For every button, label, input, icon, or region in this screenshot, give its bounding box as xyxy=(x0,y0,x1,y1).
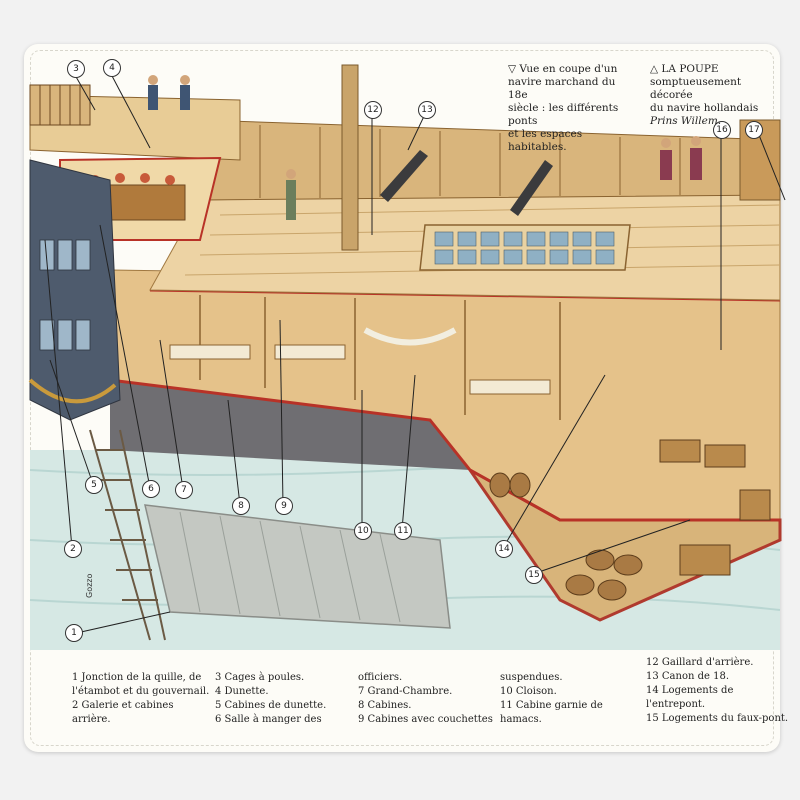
marker-12: 12 xyxy=(364,101,382,119)
legend-col-4: suspendues. 10 Cloison. 11 Cabine garnie… xyxy=(500,672,603,725)
marker-11: 11 xyxy=(394,522,412,540)
mast xyxy=(341,64,359,251)
marker-15: 15 xyxy=(525,566,543,584)
marker-1: 1 xyxy=(65,624,83,642)
marker-8: 8 xyxy=(232,497,250,515)
section-caption: ▽ Vue en coupe d'un navire marchand du 1… xyxy=(508,63,619,153)
marker-17: 17 xyxy=(745,121,763,139)
marker-6: 6 xyxy=(142,480,160,498)
legend-col-2: 3 Cages à poules. 4 Dunette. 5 Cabines d… xyxy=(215,672,327,725)
marker-4: 4 xyxy=(103,59,121,77)
marker-5: 5 xyxy=(85,476,103,494)
legend-col-3: officiers. 7 Grand-Chambre. 8 Cabines. 9… xyxy=(358,672,493,725)
stern-caption: △ LA POUPE somptueusement décorée du nav… xyxy=(650,63,759,127)
marker-7: 7 xyxy=(175,481,193,499)
marker-2: 2 xyxy=(64,540,82,558)
cannon xyxy=(510,160,553,216)
marker-10: 10 xyxy=(354,522,372,540)
legend-col-1: 1 Jonction de la quille, de l'étambot et… xyxy=(72,672,210,725)
marker-14: 14 xyxy=(495,540,513,558)
legend-col-5: 12 Gaillard d'arrière. 13 Canon de 18. 1… xyxy=(646,657,789,724)
stern-gallery xyxy=(29,159,121,421)
leader-lines xyxy=(44,73,786,633)
artist-signature: Gozzo xyxy=(85,574,94,598)
marker-16: 16 xyxy=(713,121,731,139)
marker-9: 9 xyxy=(275,497,293,515)
marker-13: 13 xyxy=(418,101,436,119)
bunk xyxy=(274,344,346,360)
bunk xyxy=(469,379,551,395)
cannon-18 xyxy=(380,150,428,202)
triangle-up-icon: △ xyxy=(650,63,659,75)
bunk xyxy=(169,344,251,360)
underwater-hull xyxy=(144,504,451,629)
triangle-down-icon: ▽ xyxy=(508,63,517,75)
lower-hull-dark xyxy=(110,380,470,470)
marker-3: 3 xyxy=(67,60,85,78)
hammock xyxy=(363,327,457,346)
crew-figures xyxy=(148,75,702,220)
